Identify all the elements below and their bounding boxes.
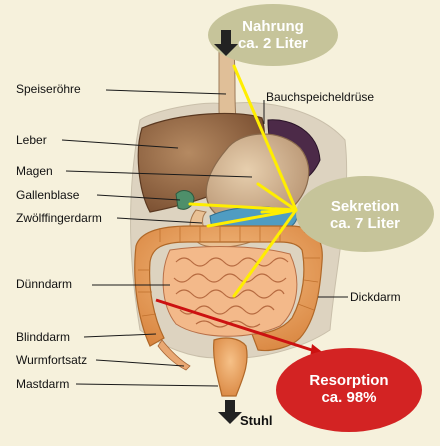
label-blinddarm: Blinddarm — [16, 330, 71, 344]
resorption-bubble-text: Resorption ca. 98% — [276, 372, 422, 406]
sekretion-title: Sekretion — [330, 198, 400, 215]
label-speiseroehre: Speiseröhre — [16, 82, 81, 96]
label-leber: Leber — [16, 133, 47, 147]
resorption-amount: ca. 98% — [321, 389, 377, 406]
sekretion-bubble-text: Sekretion ca. 7 Liter — [296, 198, 434, 232]
nahrung-bubble-text: Nahrung ca. 2 Liter — [208, 18, 338, 52]
nahrung-amount: ca. 2 Liter — [237, 35, 309, 52]
label-magen: Magen — [16, 164, 53, 178]
small-intestine-coils — [173, 257, 289, 328]
resorption-bubble — [276, 348, 422, 432]
label-zwoelffingerdarm: Zwölffingerdarm — [16, 211, 102, 225]
nahrung-bubble — [208, 4, 338, 66]
colon-shape — [134, 225, 323, 352]
label-stuhl: Stuhl — [240, 413, 273, 428]
appendix-shape — [157, 339, 191, 371]
nahrung-title: Nahrung — [242, 18, 304, 35]
stool-out-arrow-icon — [218, 400, 242, 424]
label-duenndarm: Dünndarm — [16, 277, 73, 291]
rectum-shape — [213, 337, 248, 397]
label-gallenblase: Gallenblase — [16, 188, 80, 202]
label-mastdarm: Mastdarm — [16, 377, 70, 391]
resorption-title: Resorption — [309, 372, 389, 389]
label-dickdarm: Dickdarm — [350, 290, 401, 304]
sekretion-bubble — [296, 176, 434, 252]
sekretion-amount: ca. 7 Liter — [329, 215, 401, 232]
secretion-arrows — [188, 64, 298, 298]
food-in-arrow-icon — [214, 30, 238, 56]
leader-lines — [61, 89, 348, 387]
label-bauchspeicheldruese: Bauchspeicheldrüse — [266, 90, 375, 104]
label-wurmfortsatz: Wurmfortsatz — [16, 353, 88, 367]
